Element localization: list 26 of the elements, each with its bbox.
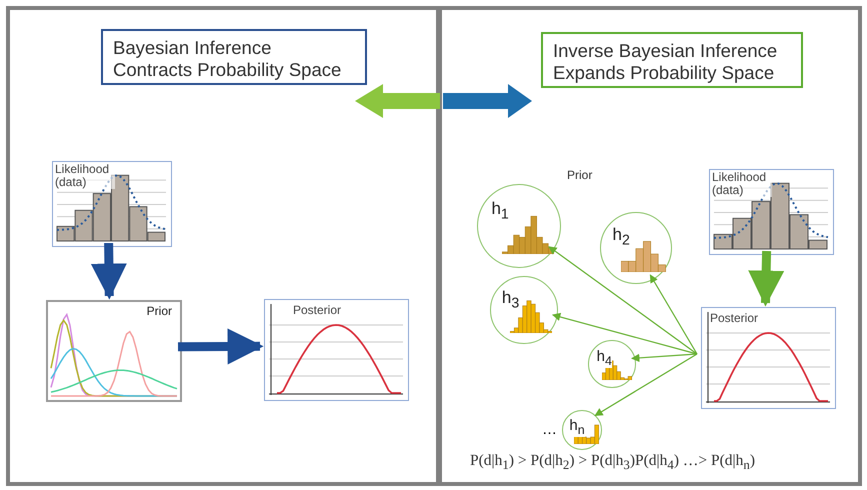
hypothesis-label: h$_{3}$ bbox=[502, 288, 520, 310]
chart-title: Posterior bbox=[293, 304, 342, 317]
hypothesis-label: h$_{n}$ bbox=[569, 418, 585, 436]
arrow bbox=[552, 312, 698, 355]
chart-title: Likelihood (data) bbox=[55, 163, 115, 189]
chart-title: Posterior bbox=[710, 312, 758, 325]
arrow bbox=[548, 246, 698, 354]
title-box: Bayesian Inference Contracts Probability Space bbox=[101, 29, 367, 85]
panel bbox=[438, 6, 862, 486]
chart-title: Likelihood (data) bbox=[712, 171, 772, 197]
arrow bbox=[650, 274, 698, 354]
hypothesis-circle bbox=[588, 340, 636, 388]
arrow bbox=[178, 328, 264, 364]
arrow bbox=[90, 242, 127, 300]
panel bbox=[6, 6, 440, 486]
hypothesis-label: h$_{4}$ bbox=[596, 349, 612, 368]
arrow bbox=[631, 353, 698, 362]
section-label: Prior bbox=[567, 168, 592, 182]
likelihood-inequality: P(d|h$_{1}$) > P(d|h$_{2}$) > P(d|h$_{3}$)P(d|h$_{4}$) …> P(d|h$_{n}$) bbox=[470, 452, 756, 474]
arrow bbox=[594, 353, 698, 416]
hypothesis-label: h$_{1}$ bbox=[491, 200, 509, 222]
title-box: Inverse Bayesian Inference Expands Probability Space bbox=[541, 32, 803, 88]
chart-title: Prior bbox=[146, 305, 172, 318]
ellipsis-text: … bbox=[542, 421, 557, 438]
hypothesis-label: h$_{2}$ bbox=[612, 226, 630, 248]
arrow bbox=[748, 250, 784, 307]
